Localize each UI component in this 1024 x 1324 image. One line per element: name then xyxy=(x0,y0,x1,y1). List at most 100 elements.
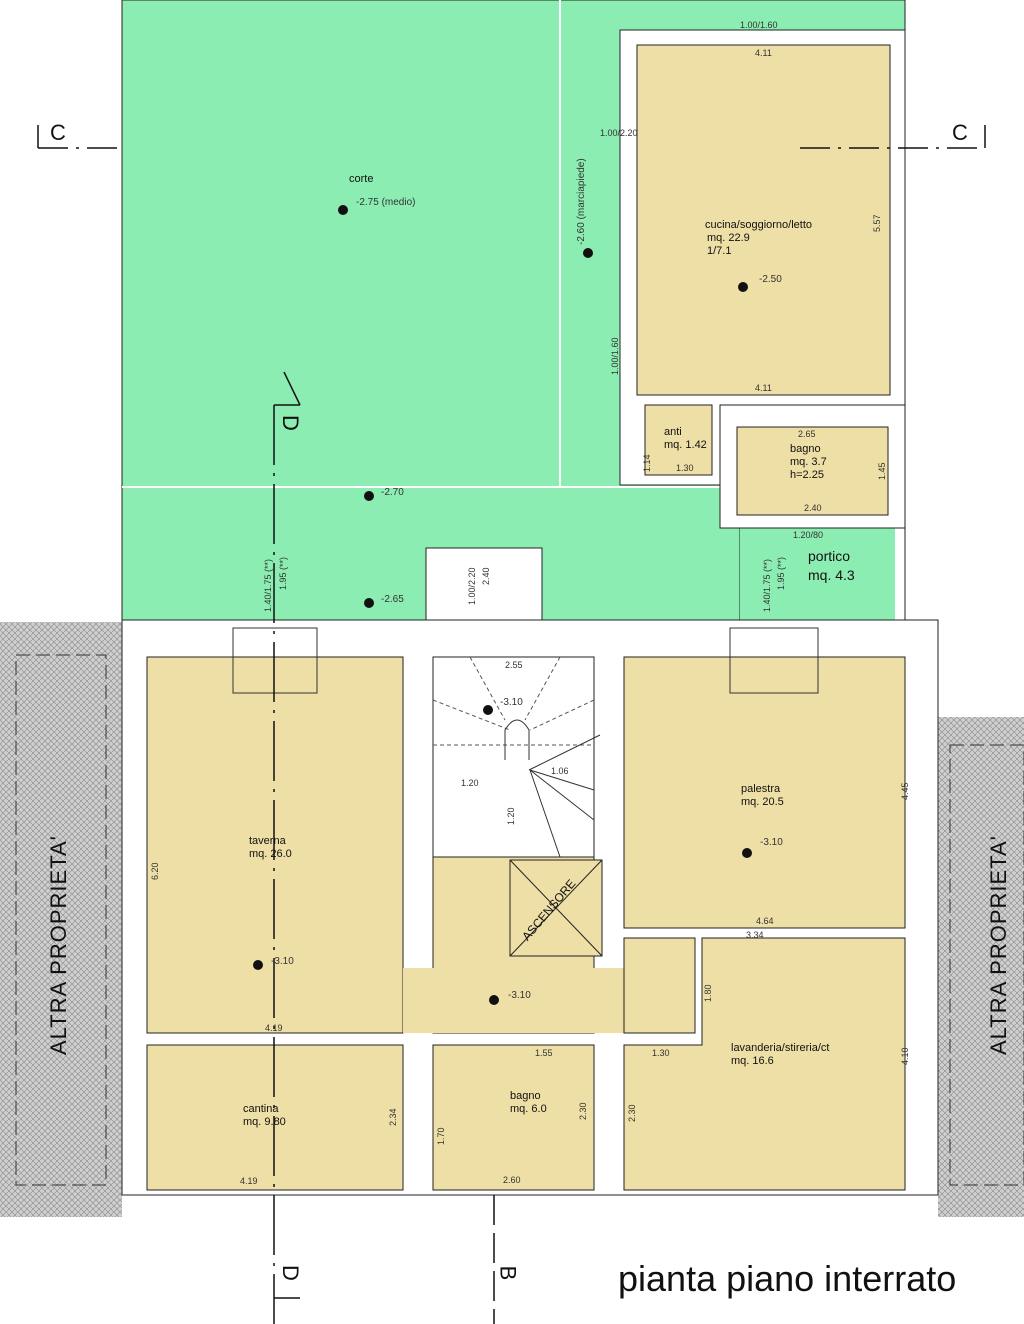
section-mark-c-right: C xyxy=(952,120,968,145)
room-cucina xyxy=(636,44,891,396)
room-bagno xyxy=(432,1044,595,1191)
stair-dim-a: 1.20 xyxy=(461,778,479,788)
level-270: -2.70 xyxy=(381,487,404,498)
corridor xyxy=(403,968,624,1033)
door-left-b: 1.95 (**) xyxy=(278,556,288,590)
door-stair-b: 2.40 xyxy=(481,567,491,585)
door-right-b: 1.95 (**) xyxy=(776,556,786,590)
stair-dim-top: 2.55 xyxy=(505,660,523,670)
bagno-top-dim-bottom: 2.40 xyxy=(804,503,822,513)
room-cantina xyxy=(146,1044,404,1191)
level-marker-icon xyxy=(738,282,748,292)
cucina-area: mq. 22.9 xyxy=(707,232,750,244)
section-mark-d-bottom: D xyxy=(277,1265,303,1281)
taverna-dim-h: 6.20 xyxy=(150,862,160,880)
room-bagno-top xyxy=(736,426,889,516)
palestra-name: palestra xyxy=(741,783,781,795)
cucina-name: cucina/soggiorno/letto xyxy=(705,219,813,231)
bagno-top-dim-top: 2.65 xyxy=(798,429,816,439)
anti-dim-h: 1.14 xyxy=(642,454,652,472)
cantina-name: cantina xyxy=(243,1103,279,1115)
neighbor-right-label: ALTRA PROPRIETA' xyxy=(986,835,1011,1055)
stairwell xyxy=(432,656,595,858)
palestra-level: -3.10 xyxy=(760,837,783,848)
door-left-a: 1.40/1.75 (**) xyxy=(263,558,273,612)
stair-dim-b: 1.20 xyxy=(506,807,516,825)
bagno-name: bagno xyxy=(510,1090,541,1102)
lavanderia-dim-top: 3.34 xyxy=(746,930,764,940)
corte-level: -2.75 (medio) xyxy=(356,197,416,208)
level-marker-icon xyxy=(583,248,593,258)
level-marker-icon xyxy=(338,205,348,215)
anti-area: mq. 1.42 xyxy=(664,439,707,451)
neighbor-right-hatch xyxy=(938,717,1024,1217)
palestra-dim-h: 4.45 xyxy=(900,782,910,800)
door-right-a: 1.40/1.75 (**) xyxy=(762,558,772,612)
portico-label: portico xyxy=(808,548,851,564)
section-mark-c-left: C xyxy=(50,120,66,145)
stair-external xyxy=(425,547,543,621)
section-mark-d-top: D xyxy=(277,415,303,431)
level-265: -2.65 xyxy=(381,594,404,605)
level-marker-icon xyxy=(364,491,374,501)
anti-name: anti xyxy=(664,426,682,438)
cucina-ratio: 1/7.1 xyxy=(707,245,732,257)
neighbor-left-label: ALTRA PROPRIETA' xyxy=(46,835,71,1055)
lavanderia-area: mq. 16.6 xyxy=(731,1055,774,1067)
cantina-dim-w: 4.19 xyxy=(240,1176,258,1186)
cantina-area: mq. 9.80 xyxy=(243,1116,286,1128)
corte-garden xyxy=(121,0,906,621)
stair-dim-c: 1.06 xyxy=(551,766,569,776)
bagno-dim-top: 1.55 xyxy=(535,1048,553,1058)
hall-dim: 1.80 xyxy=(703,984,713,1002)
section-mark-b-bottom: B xyxy=(495,1265,521,1281)
bagno-dim-w: 2.60 xyxy=(503,1175,521,1185)
neighbor-left-hatch xyxy=(0,622,122,1217)
taverna-level: -3.10 xyxy=(271,956,294,967)
level-marker-icon xyxy=(253,960,263,970)
room-palestra xyxy=(623,656,906,929)
cucina-dim-side: 5.57 xyxy=(872,214,882,232)
cucina-dim-bottom: 4.11 xyxy=(755,383,772,393)
bagno-dim-left: 1.70 xyxy=(436,1127,446,1145)
palestra-dim-w: 4.64 xyxy=(756,916,774,926)
lavanderia-dim-h: 4.10 xyxy=(900,1047,910,1065)
stair-level: -3.10 xyxy=(500,697,523,708)
level-marker-icon xyxy=(489,995,499,1005)
lavanderia-dim-door: 1.30 xyxy=(652,1048,670,1058)
bagno-area: mq. 6.0 xyxy=(510,1103,547,1115)
plan-title: pianta piano interrato xyxy=(618,1258,957,1299)
hall-small xyxy=(623,937,696,1034)
cantina-dim-h: 2.34 xyxy=(388,1108,398,1126)
window-left-1: 1.00/2.20 xyxy=(600,128,638,138)
bagno-top-dim-side: 1.45 xyxy=(877,462,887,480)
window-left-2: 1.00/1.60 xyxy=(610,337,620,375)
lavanderia-dim-left: 2.30 xyxy=(627,1104,637,1122)
cucina-dim-top: 4.11 xyxy=(755,48,772,58)
window-top: 1.00/1.60 xyxy=(740,20,778,30)
window-bagno: 1.20/80 xyxy=(793,530,824,540)
anti-dim-w: 1.30 xyxy=(676,463,694,473)
level-marker-icon xyxy=(483,705,493,715)
lobby-level: -3.10 xyxy=(508,990,531,1001)
corte-label: corte xyxy=(349,173,374,185)
bagno-top-area: mq. 3.7 xyxy=(790,456,827,468)
lavanderia-name: lavanderia/stireria/ct xyxy=(731,1042,830,1054)
taverna-area: mq. 26.0 xyxy=(249,848,292,860)
room-lavanderia xyxy=(623,937,906,1191)
bagno-dim-h: 2.30 xyxy=(578,1102,588,1120)
room-taverna xyxy=(146,656,404,1034)
door-stair-a: 1.00/2.20 xyxy=(467,567,477,605)
marciapiede-level: -2.60 (marciapiede) xyxy=(576,158,587,245)
portico-area: mq. 4.3 xyxy=(808,567,855,583)
bagno-top-height: h=2.25 xyxy=(790,469,824,481)
palestra-area: mq. 20.5 xyxy=(741,796,784,808)
level-marker-icon xyxy=(742,848,752,858)
level-marker-icon xyxy=(364,598,374,608)
cucina-level: -2.50 xyxy=(759,274,782,285)
room-anti xyxy=(644,404,713,476)
taverna-dim-w: 4.19 xyxy=(265,1023,283,1033)
bagno-top-name: bagno xyxy=(790,443,821,455)
